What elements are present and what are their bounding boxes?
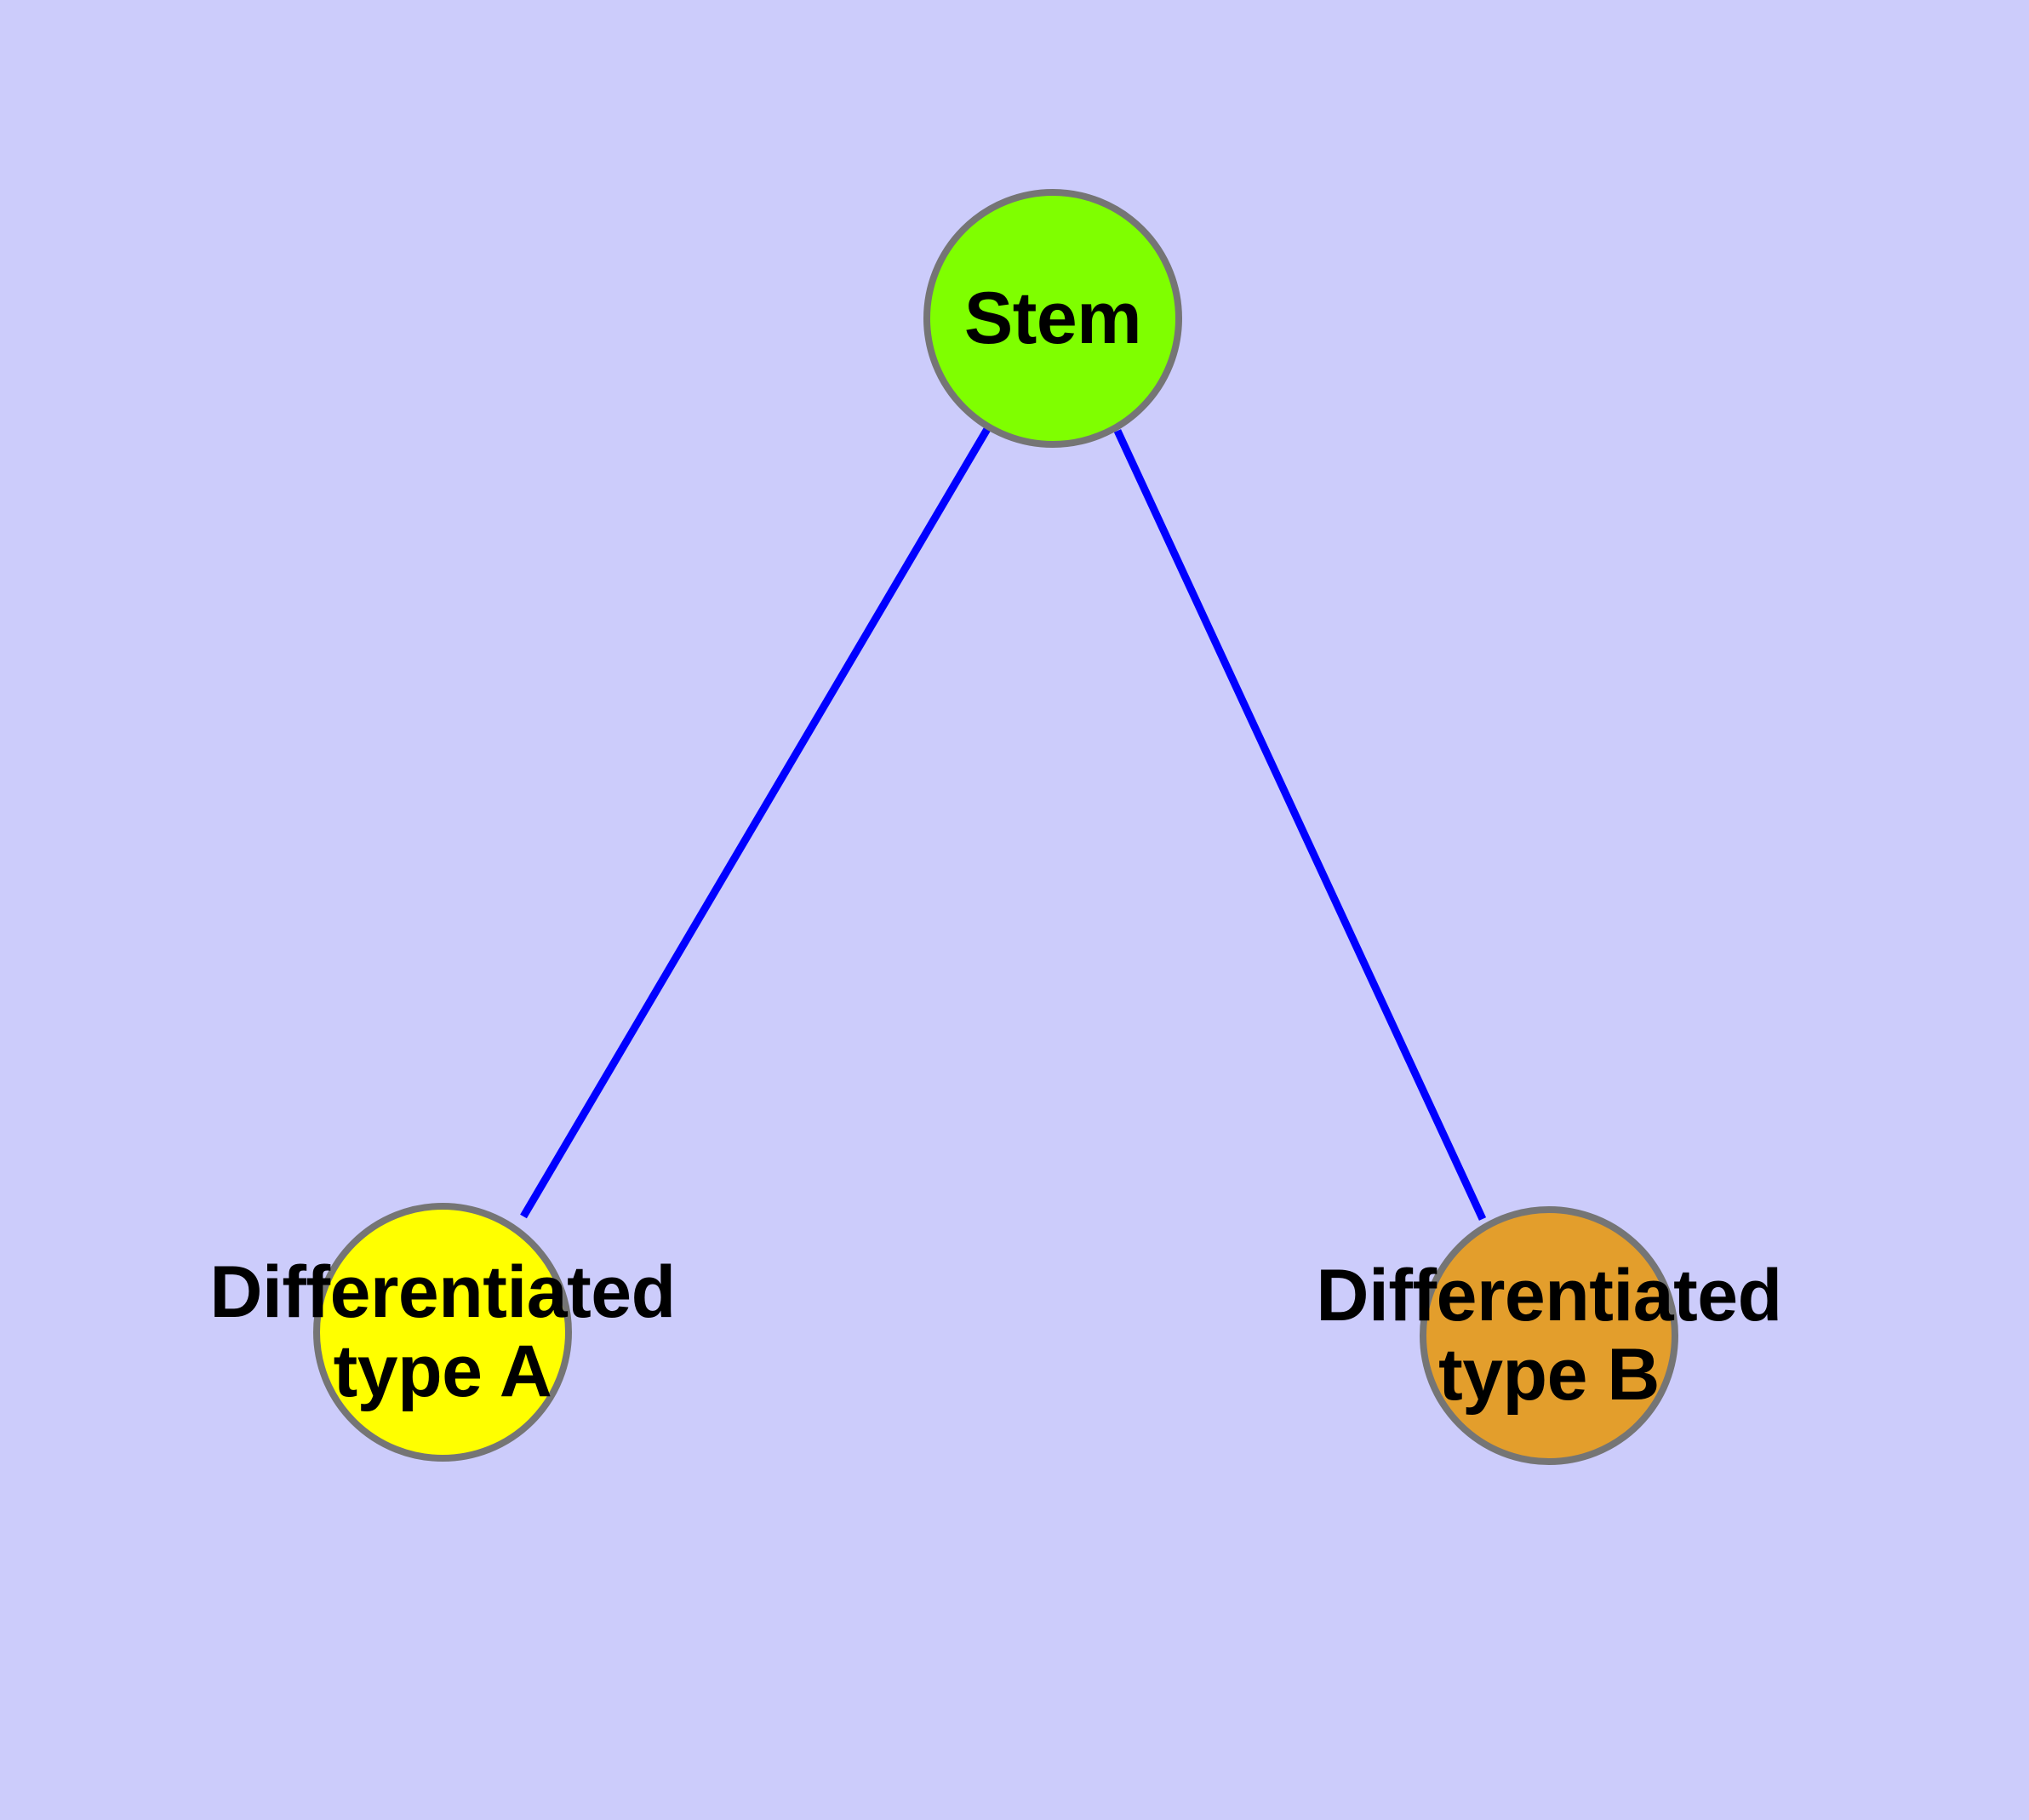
edge-stem-to-differentiated-type-b [1113, 429, 1487, 1221]
node-differentiated-type-b-label: Differentiated type B [1316, 1255, 1782, 1416]
node-differentiated-type-a[interactable] [313, 1203, 572, 1462]
node-differentiated-type-a-label: Differentiated type A [209, 1251, 676, 1412]
node-differentiated-type-b[interactable] [1420, 1206, 1678, 1465]
edge-stem-to-differentiated-type-a [520, 426, 991, 1219]
node-stem[interactable] [923, 189, 1182, 448]
node-stem-label: Stem [963, 277, 1142, 359]
